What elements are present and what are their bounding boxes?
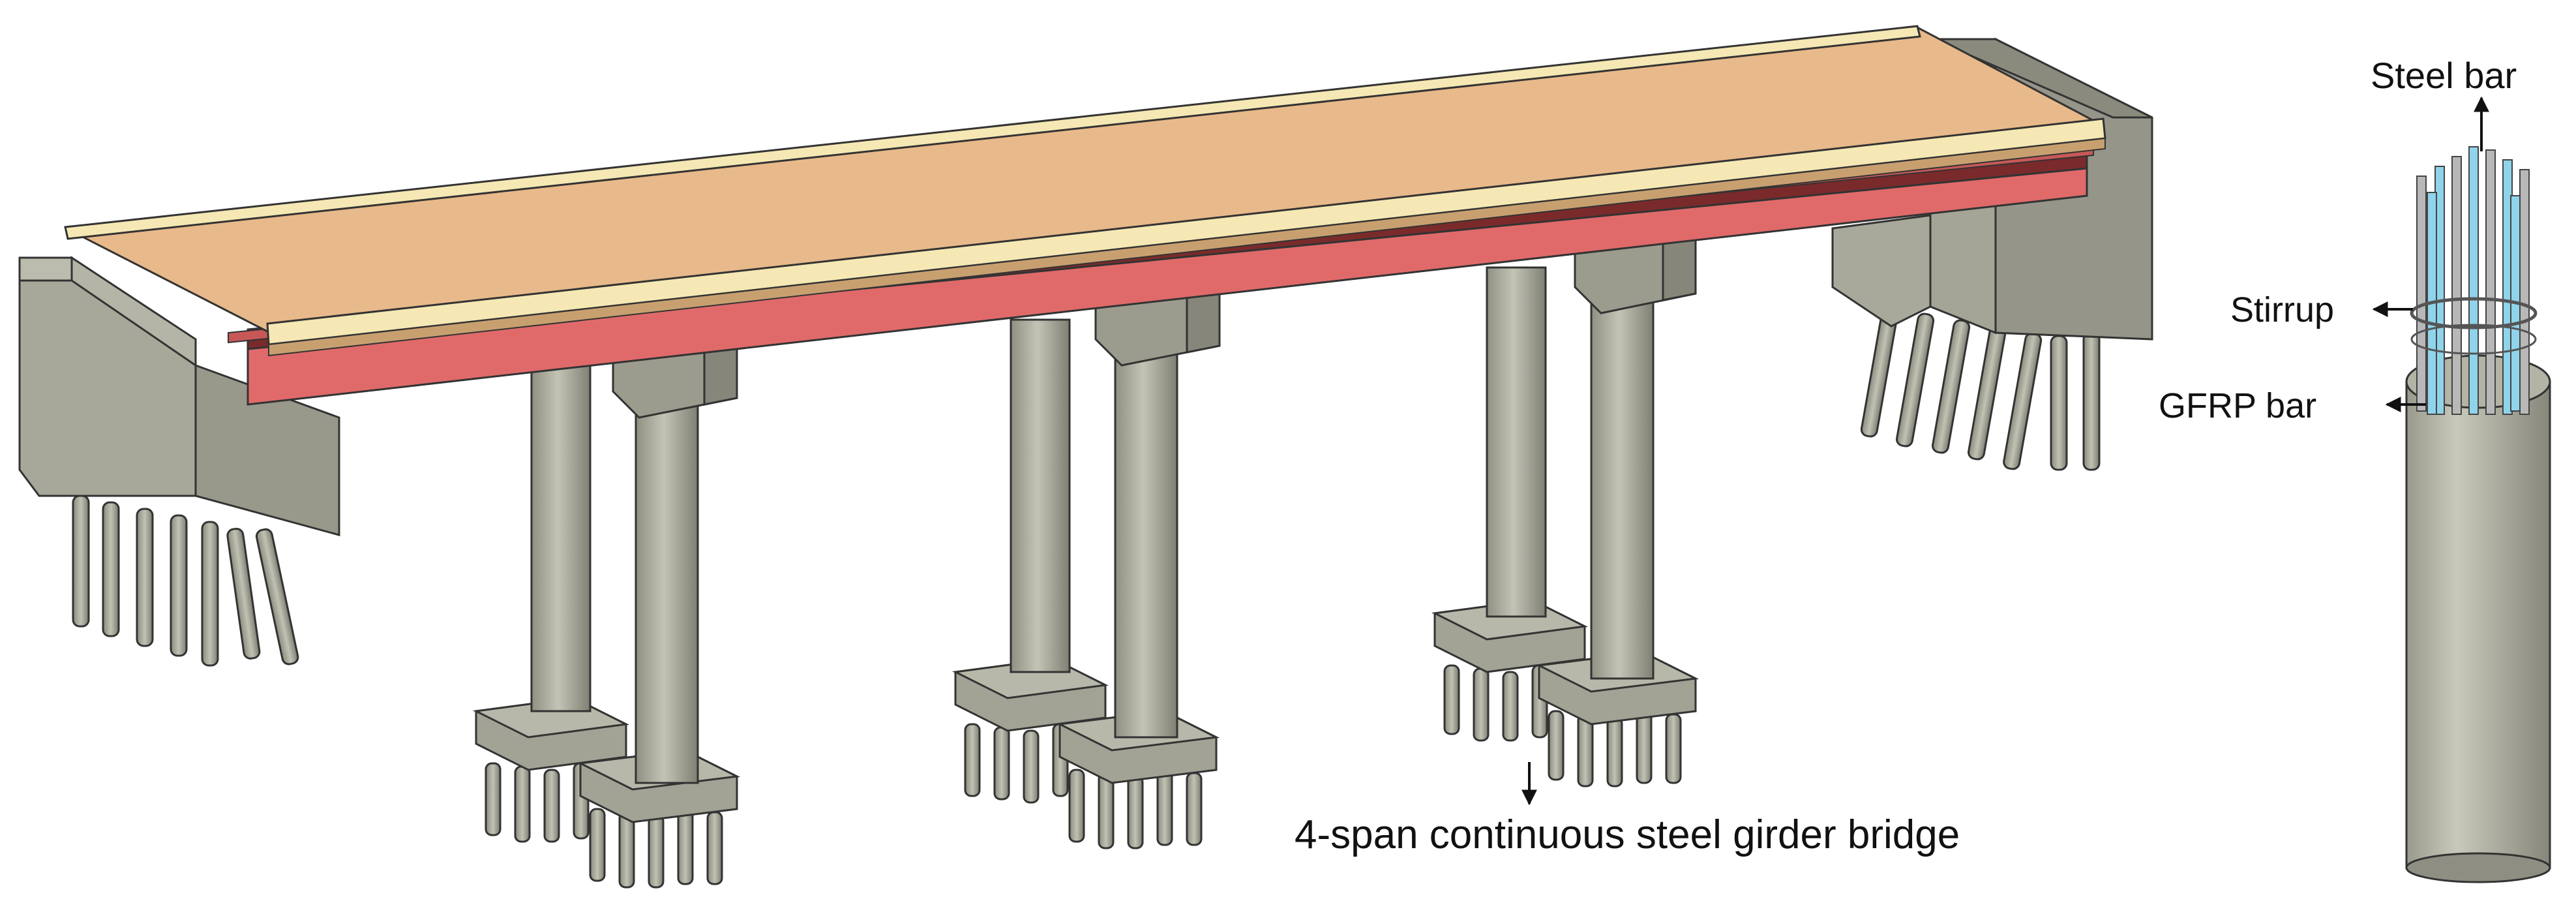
stirrup-ring xyxy=(2410,297,2538,329)
bridge-caption: 4-span continuous steel girder bridge xyxy=(1295,812,1960,857)
bridge-deck xyxy=(64,25,2106,357)
label-stirrup: Stirrup xyxy=(2230,290,2334,329)
pier-2 xyxy=(951,279,1221,849)
right-abutment-piles xyxy=(1860,306,2101,471)
left-abutment xyxy=(18,256,340,667)
column-detail: Steel bar Stirrup GFRP bar xyxy=(2159,55,2551,883)
pier-3 xyxy=(1431,227,1700,787)
pier-1 xyxy=(472,331,741,889)
left-abutment-piles xyxy=(72,495,299,667)
reinforcement-cage xyxy=(2416,146,2530,415)
label-steel-bar: Steel bar xyxy=(2371,55,2517,96)
label-gfrp-bar: GFRP bar xyxy=(2159,386,2316,425)
